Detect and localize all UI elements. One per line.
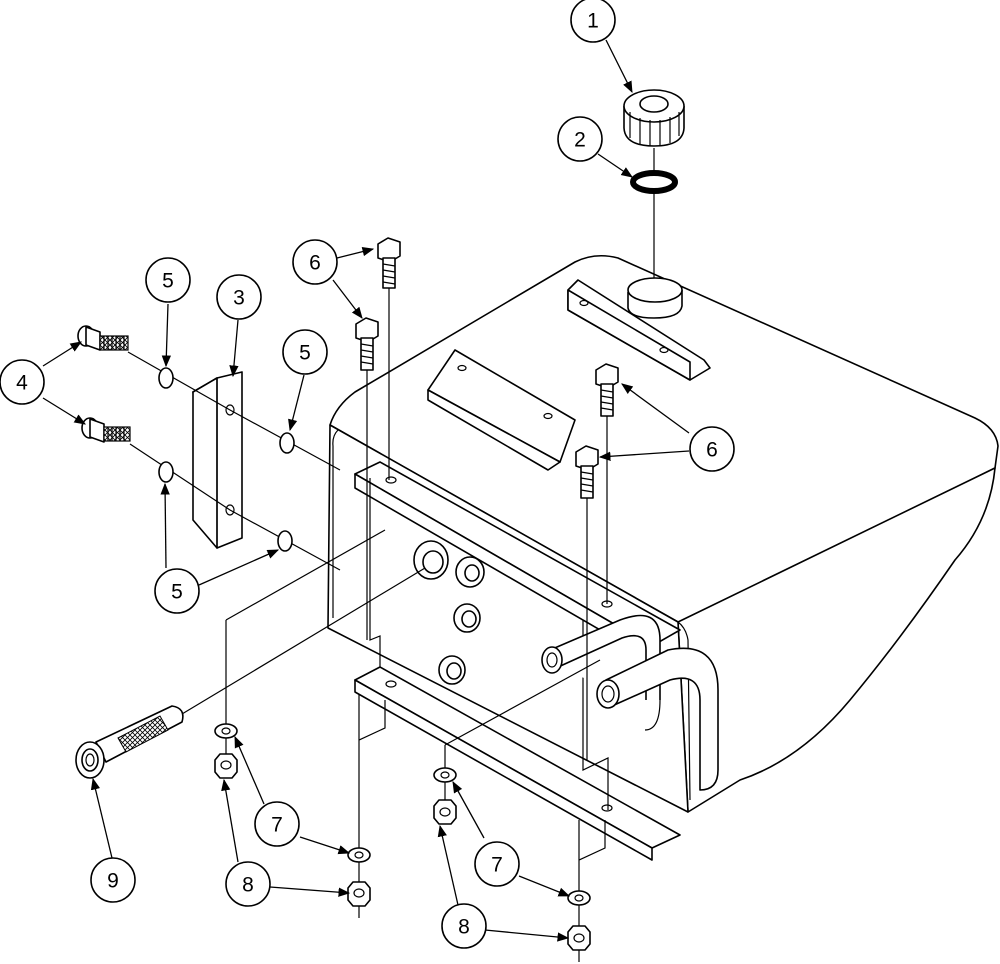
cap-screw-4 [575,445,599,760]
callout-8-left: 8 [225,861,271,907]
callout-7-right: 7 [474,841,520,887]
filler-neck [627,238,683,319]
callout-5-top-left: 5 [145,257,191,303]
callout-5-bottom: 5 [154,568,200,614]
nut-right-bottom [567,925,591,951]
callout-5-right-label: 5 [299,342,311,365]
cap-screw-3 [595,363,619,604]
callout-9: 9 [90,857,136,903]
callout-5-right: 5 [282,329,328,375]
nut-left-top [214,753,238,779]
shoulder-bolt-upper [77,325,129,351]
callout-4-label: 4 [16,372,28,395]
callout-8-left-label: 8 [242,874,254,897]
callout-7-right-label: 7 [491,854,503,877]
washer-right-bottom [567,890,591,906]
cap-screw-2 [355,317,379,640]
washer-left-top [214,723,238,739]
callout-5-bottom-label: 5 [171,581,183,604]
callout-9-label: 9 [107,870,119,893]
nut-center [347,881,371,907]
top-bracket-rear [567,279,711,381]
cap-screw-1 [377,237,401,480]
callout-8-right: 8 [441,903,487,949]
filler-cap [623,89,685,147]
callout-1: 1 [570,0,616,43]
mounting-rail-upper [354,461,681,661]
side-bracket [192,371,243,549]
top-bracket-front [427,349,576,471]
tank-ports [413,540,485,685]
shoulder-bolt-lower [81,417,131,443]
callout-3-label: 3 [233,287,245,310]
callout-6-left: 6 [292,239,338,285]
nut-right-top [433,799,457,825]
washer-right-top [433,767,457,783]
callout-5-top-left-label: 5 [162,270,174,293]
callout-6-right-label: 6 [706,439,718,462]
suction-strainer [75,567,426,779]
callout-2: 2 [557,116,603,162]
callout-7-left-label: 7 [271,814,283,837]
callout-3: 3 [216,274,262,320]
callout-8-right-label: 8 [458,916,470,939]
callout-1-label: 1 [587,10,599,33]
callout-6-right: 6 [689,426,735,472]
hose-fittings [541,614,719,791]
mounting-rail-lower [354,666,681,861]
callout-6-left-label: 6 [309,252,321,275]
spacer-washers [158,367,295,552]
callout-2-label: 2 [574,129,586,152]
seal-ring [630,148,678,238]
washer-center [347,847,371,863]
callout-4: 4 [0,359,45,405]
leader-lines [42,39,690,942]
callout-7-left: 7 [254,801,300,847]
